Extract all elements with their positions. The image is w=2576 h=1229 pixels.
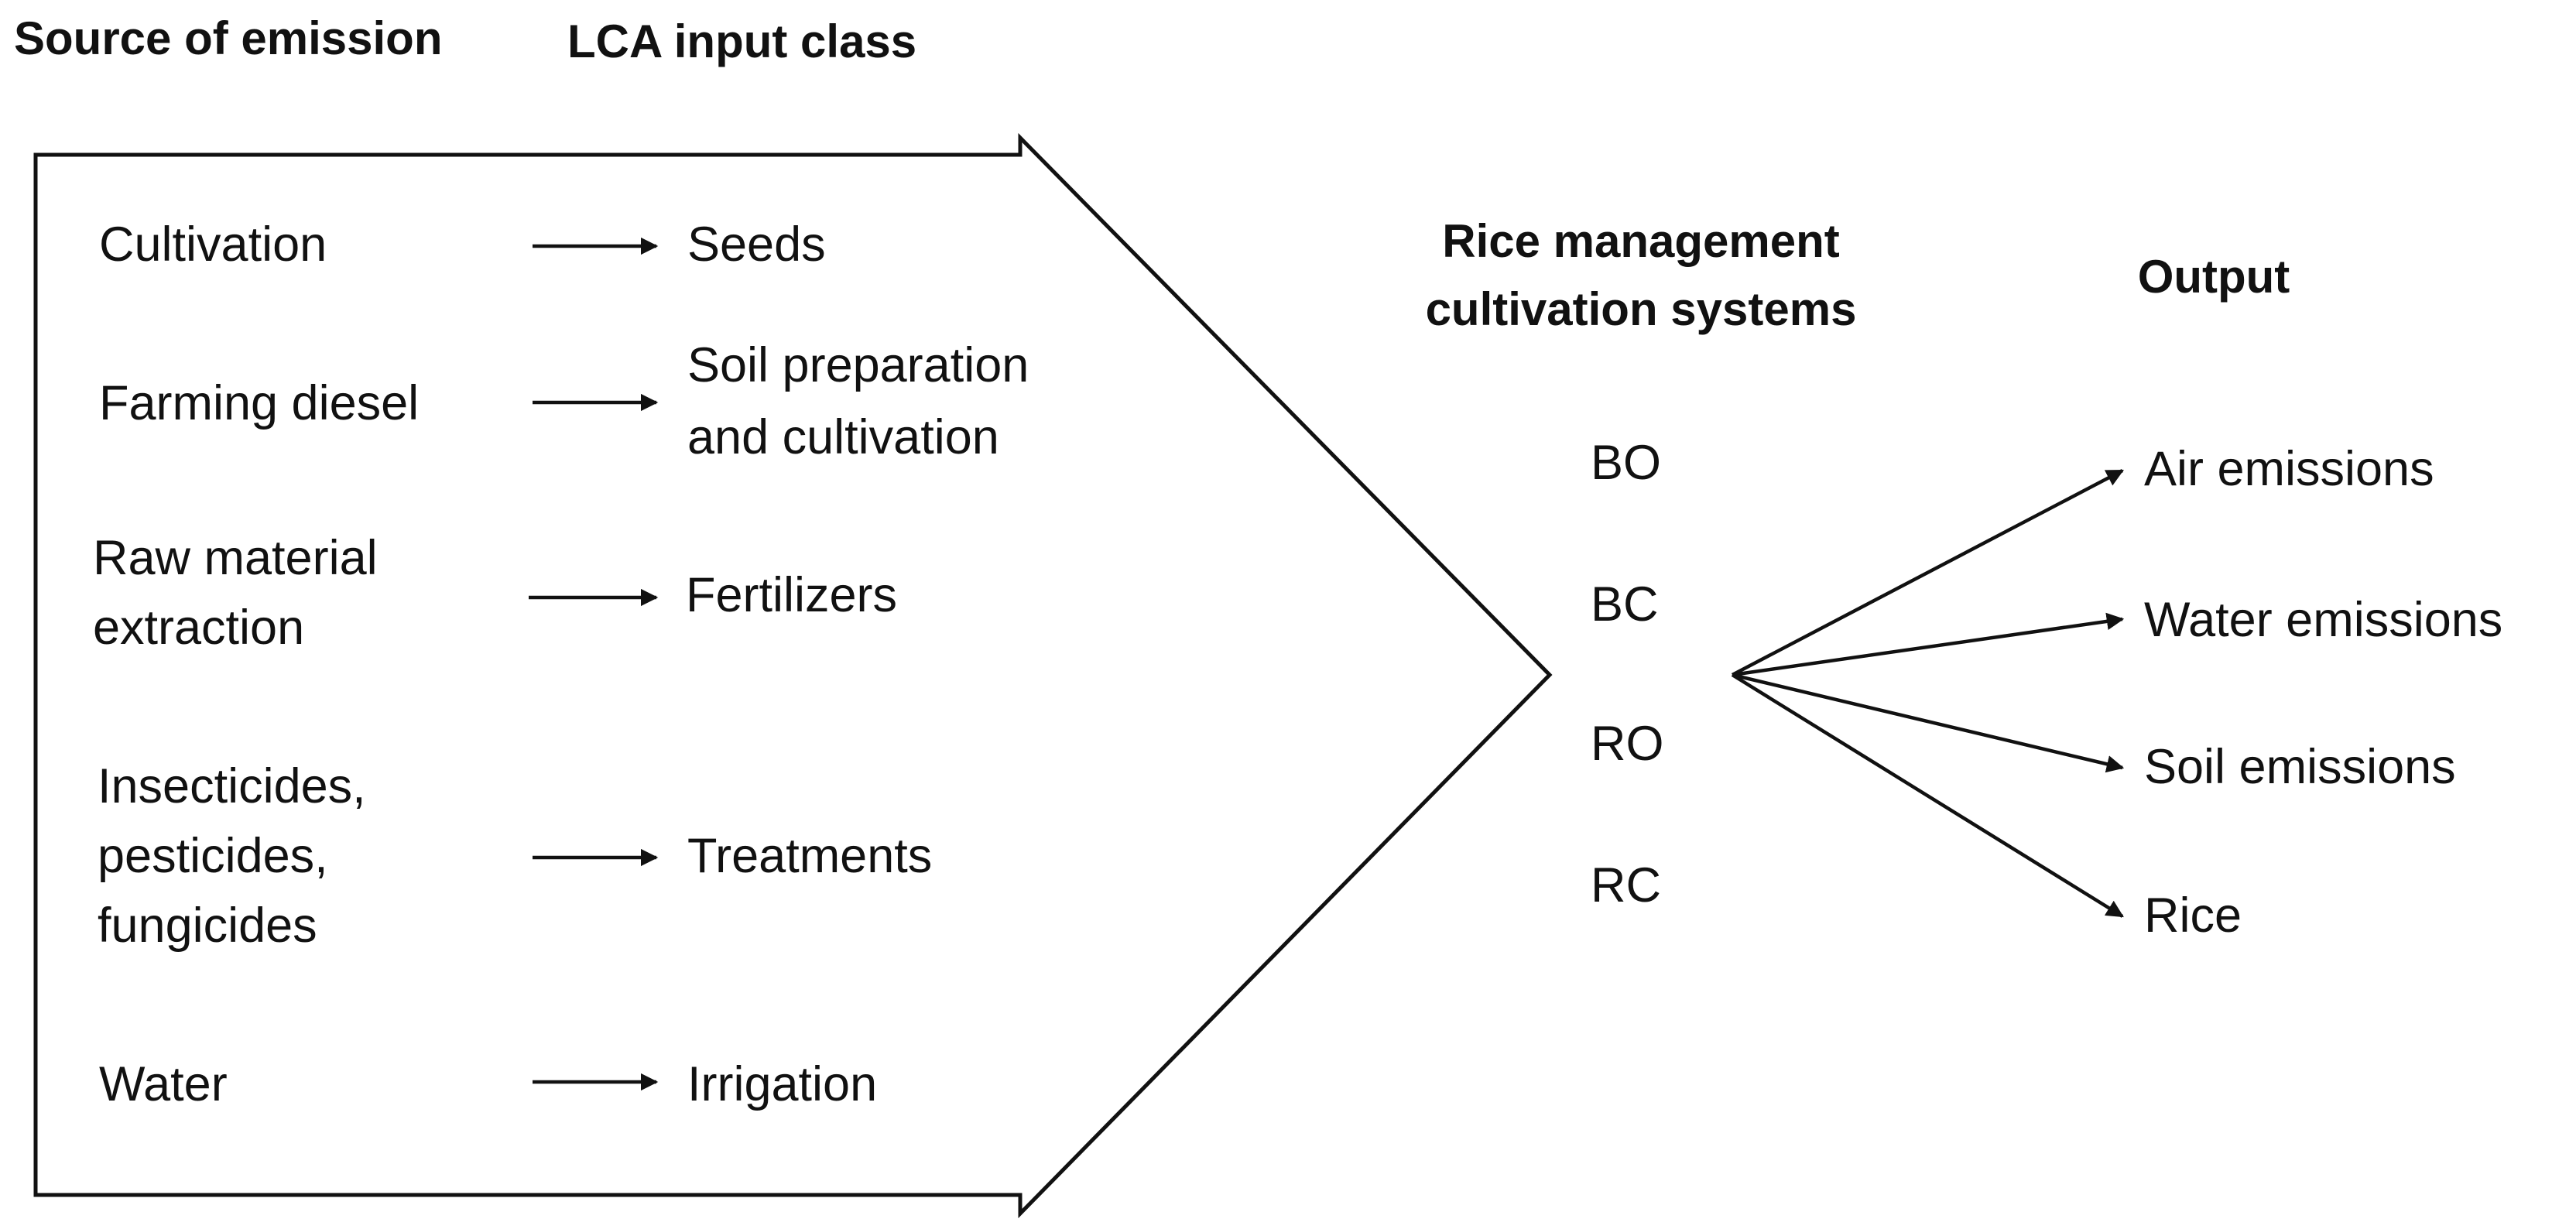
source-water: Water — [99, 1057, 228, 1111]
output-arrow-soil-emissions — [1732, 673, 2125, 773]
output-water-emissions: Water emissions — [2144, 593, 2502, 647]
source-insecticides-line1: Insecticides, — [98, 759, 366, 813]
output-arrow-rice — [1731, 673, 2124, 918]
output-rice: Rice — [2144, 888, 2242, 943]
output-arrow-air-emissions — [1731, 469, 2124, 676]
header-source-of-emission: Source of emission — [14, 12, 442, 64]
header-output: Output — [2138, 251, 2290, 303]
source-farming-diesel: Farming diesel — [99, 376, 419, 430]
system-bc: BC — [1591, 577, 1659, 632]
system-ro: RO — [1591, 717, 1664, 771]
system-rc: RC — [1591, 858, 1661, 912]
source-insecticides-line3: fungicides — [98, 899, 317, 953]
header-lca-input-class: LCA input class — [567, 15, 916, 67]
lca-seeds: Seeds — [687, 217, 826, 272]
lca-treatments: Treatments — [687, 829, 932, 883]
lca-fertilizers: Fertilizers — [686, 568, 897, 622]
lca-soil-preparation-line1: Soil preparation — [687, 338, 1029, 392]
process-arrow-shape — [33, 132, 1553, 1219]
source-cultivation: Cultivation — [99, 217, 327, 272]
system-bo: BO — [1591, 436, 1661, 490]
output-soil-emissions: Soil emissions — [2144, 740, 2456, 794]
source-insecticides-line2: pesticides, — [98, 829, 328, 883]
header-rice-systems-line2: cultivation systems — [1426, 283, 1857, 335]
source-raw-material-line2: extraction — [93, 601, 304, 655]
output-arrow-water-emissions — [1732, 612, 2125, 677]
source-raw-material-line1: Raw material — [93, 531, 378, 585]
lca-irrigation: Irrigation — [687, 1057, 877, 1111]
lca-soil-preparation-line2: and cultivation — [687, 410, 999, 464]
output-air-emissions: Air emissions — [2144, 442, 2434, 496]
header-rice-systems-line1: Rice management — [1442, 215, 1840, 267]
